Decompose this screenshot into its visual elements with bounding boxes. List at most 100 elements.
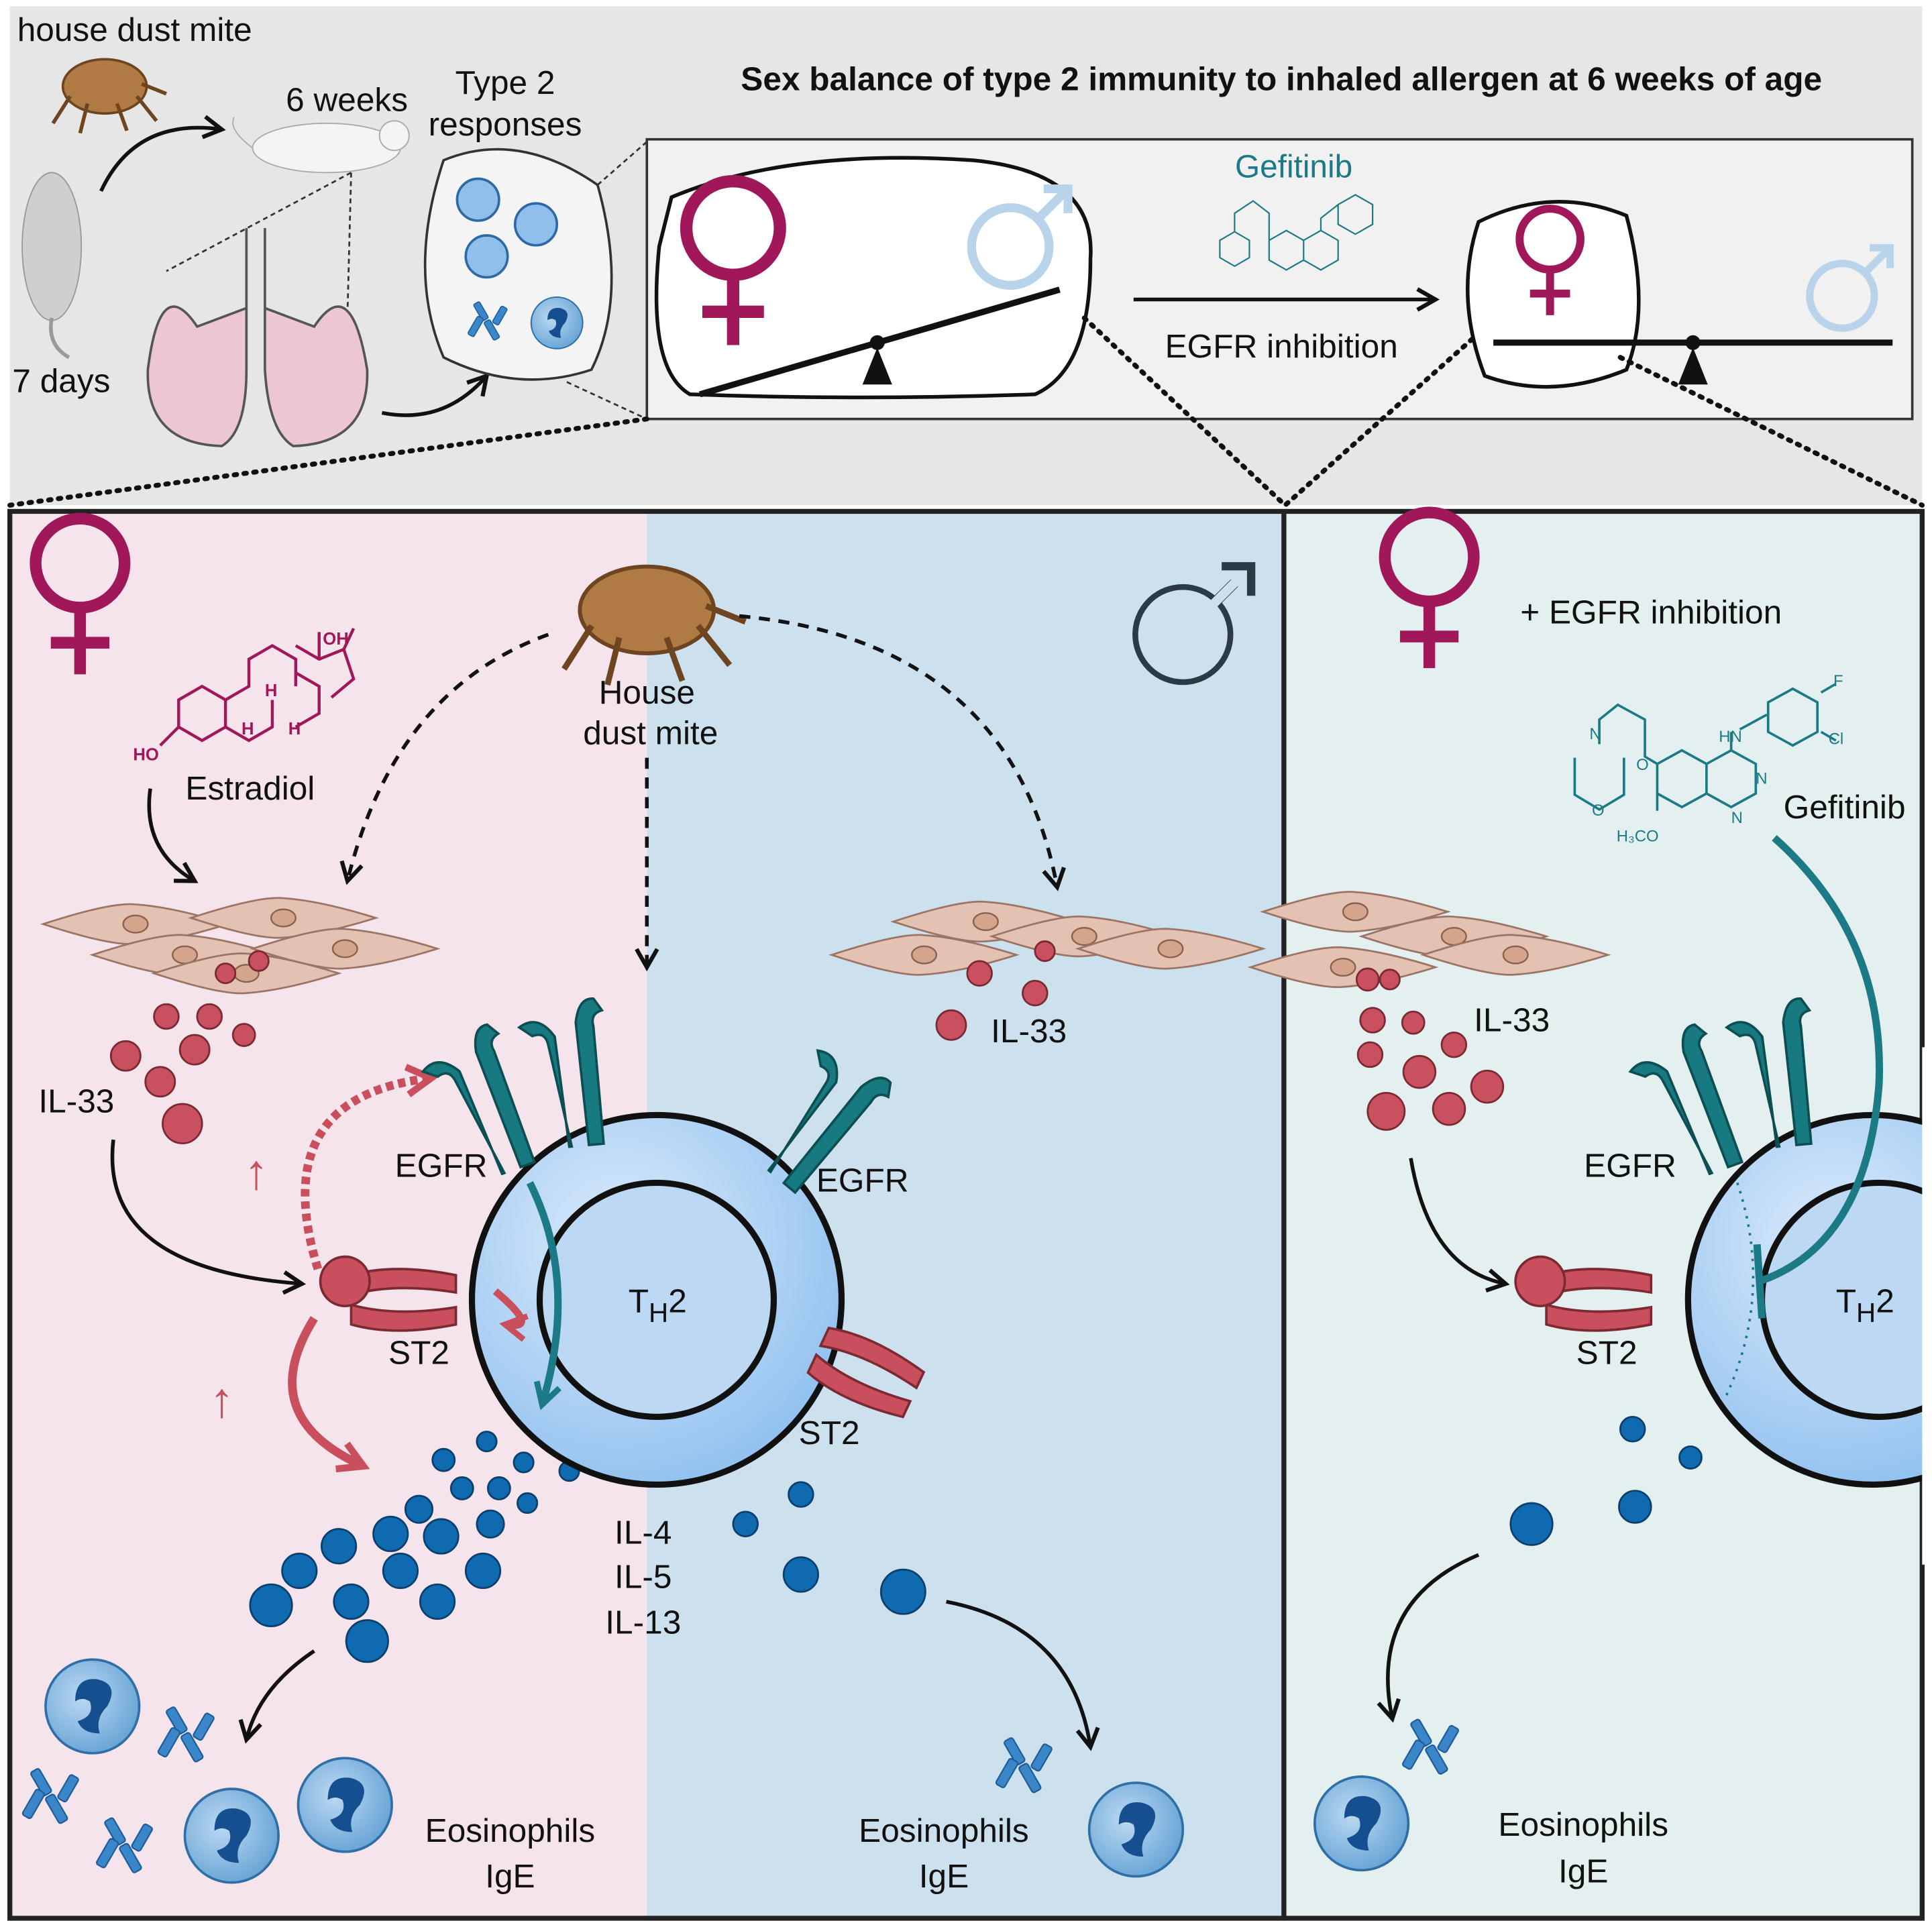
il33-molecule bbox=[1432, 1091, 1466, 1126]
il33-molecule bbox=[153, 1003, 180, 1030]
inhibition-bar bbox=[1753, 1244, 1766, 1319]
responses-line1: Type 2 bbox=[455, 64, 555, 101]
blocked-egfr-signal bbox=[1723, 1182, 1755, 1399]
eosinophil-icon bbox=[297, 1757, 393, 1853]
treated-outcome-line1: Eosinophils bbox=[1498, 1806, 1668, 1843]
cytokine-molecule bbox=[732, 1510, 759, 1537]
cytokine-il4: IL-4 bbox=[614, 1514, 672, 1551]
estradiol-label: Estradiol bbox=[185, 769, 315, 807]
pup-mouse-icon bbox=[21, 172, 83, 360]
il33-molecule bbox=[1022, 979, 1049, 1007]
cytokine-molecule bbox=[788, 1481, 814, 1508]
cytokine-molecule bbox=[476, 1509, 505, 1539]
cytokine-molecule bbox=[382, 1552, 419, 1590]
cytokine-molecule bbox=[281, 1552, 318, 1590]
gefitinib-structure-small bbox=[1219, 194, 1374, 271]
th2-nucleus bbox=[536, 1179, 777, 1421]
male-outcome-arrow bbox=[946, 1600, 1100, 1751]
gefitinib-header-label: Gefitinib bbox=[1235, 150, 1352, 185]
il33-molecule bbox=[1401, 1010, 1426, 1035]
responses-line2: responses bbox=[429, 105, 582, 143]
expansion-dotted-lines bbox=[7, 315, 1925, 509]
treated-il33-arrow bbox=[1409, 1158, 1510, 1292]
gefitinib-atom-hn: HN bbox=[1719, 728, 1741, 746]
cytokine-molecule bbox=[486, 1476, 511, 1500]
gefitinib-atom-f: F bbox=[1833, 672, 1843, 690]
cytokine-molecule bbox=[517, 1492, 539, 1515]
cytokine-molecule bbox=[449, 1476, 474, 1500]
lymphocyte-icons bbox=[455, 177, 559, 279]
lungs-icon bbox=[146, 227, 369, 447]
cytokine-molecule bbox=[431, 1447, 456, 1472]
cytokine-molecule bbox=[476, 1431, 498, 1453]
cytokine-molecule bbox=[333, 1583, 370, 1620]
il33-molecule bbox=[1359, 1007, 1386, 1034]
female-outcome-line1: Eosinophils bbox=[425, 1812, 596, 1849]
il33-molecule bbox=[1355, 967, 1380, 992]
il33-molecule bbox=[162, 1103, 203, 1145]
estradiol-ho: HO bbox=[133, 745, 159, 764]
condition-label: + EGFR inhibition bbox=[1520, 594, 1782, 631]
treated-il33-label: IL-33 bbox=[1474, 1001, 1550, 1039]
cytokine-molecule bbox=[249, 1583, 293, 1628]
up-arrow-icon: ↑ bbox=[209, 1372, 234, 1427]
th2-label-treated: TH2 bbox=[1836, 1282, 1894, 1328]
il33-molecule bbox=[196, 1003, 223, 1030]
st2-to-cytokines-arrow bbox=[288, 1316, 370, 1473]
il33-molecule bbox=[1470, 1069, 1505, 1104]
treatment-arrow-label: EGFR inhibition bbox=[1165, 327, 1398, 365]
female-st2-label: ST2 bbox=[388, 1333, 449, 1371]
up-arrow-icon: ↑ bbox=[244, 1144, 269, 1200]
cytokine-molecule bbox=[1618, 1490, 1652, 1524]
cytokine-molecule bbox=[345, 1619, 389, 1663]
il33-molecule bbox=[1366, 1091, 1406, 1131]
cytokine-molecule bbox=[1509, 1502, 1554, 1546]
female-il33-label: IL-33 bbox=[38, 1083, 114, 1120]
cytokine-molecule bbox=[464, 1552, 502, 1590]
il33-molecule bbox=[1402, 1054, 1437, 1089]
gefitinib-atom-n2: N bbox=[1731, 809, 1743, 827]
il33-molecule bbox=[178, 1034, 211, 1066]
cytokine-molecule bbox=[419, 1583, 456, 1620]
cytokine-molecule bbox=[423, 1518, 460, 1555]
gefitinib-atom-cl: Cl bbox=[1829, 730, 1844, 749]
il33-molecule bbox=[248, 950, 270, 972]
cytokine-molecule bbox=[513, 1451, 535, 1474]
estradiol-h2: H bbox=[241, 720, 254, 738]
gefitinib-atom-h3co: H₃CO bbox=[1617, 828, 1659, 846]
female-outcome-line2: IgE bbox=[485, 1857, 535, 1895]
th2-label: TH2 bbox=[629, 1282, 687, 1328]
age-end-label: 6 weeks bbox=[286, 80, 408, 118]
cytokine-molecule bbox=[321, 1528, 358, 1565]
il33-to-st2-arrow bbox=[110, 1139, 307, 1295]
estradiol-h1: H bbox=[265, 681, 278, 700]
page-title: Sex balance of type 2 immunity to inhale… bbox=[741, 60, 1822, 97]
il33-molecule bbox=[1440, 1031, 1468, 1058]
female-egfr-label: EGFR bbox=[395, 1146, 488, 1184]
il33-molecule bbox=[109, 1040, 142, 1072]
il33-molecule bbox=[1379, 969, 1401, 991]
gefitinib-label: Gefitinib bbox=[1784, 788, 1906, 826]
gefitinib-structure bbox=[1573, 682, 1837, 812]
male-il33-label: IL-33 bbox=[991, 1012, 1067, 1050]
age-start-label: 7 days bbox=[12, 362, 110, 399]
cell-clip bbox=[1922, 1047, 1932, 1565]
allergen-label: house dust mite bbox=[17, 11, 252, 48]
st2-to-egfr-dotted-arrow bbox=[301, 1064, 439, 1270]
il33-molecule bbox=[231, 1023, 256, 1047]
estradiol-structure bbox=[159, 627, 356, 747]
estradiol-h3: H bbox=[288, 720, 301, 738]
il33-molecule bbox=[215, 962, 237, 985]
gefitinib-atom-n3: N bbox=[1589, 725, 1601, 743]
eosinophil-icon bbox=[1313, 1775, 1410, 1872]
male-st2-label: ST2 bbox=[799, 1414, 860, 1451]
to-responses-arrow bbox=[381, 372, 490, 417]
eosinophil-icon bbox=[44, 1658, 141, 1755]
cytokine-molecule bbox=[879, 1568, 926, 1615]
gefitinib-inhibition-line bbox=[1758, 835, 1884, 1285]
il33-molecule bbox=[966, 960, 993, 987]
tilted-seesaw-icon bbox=[698, 286, 1061, 398]
level-seesaw-icon bbox=[1493, 335, 1893, 385]
eosinophil-icon bbox=[1087, 1781, 1185, 1878]
